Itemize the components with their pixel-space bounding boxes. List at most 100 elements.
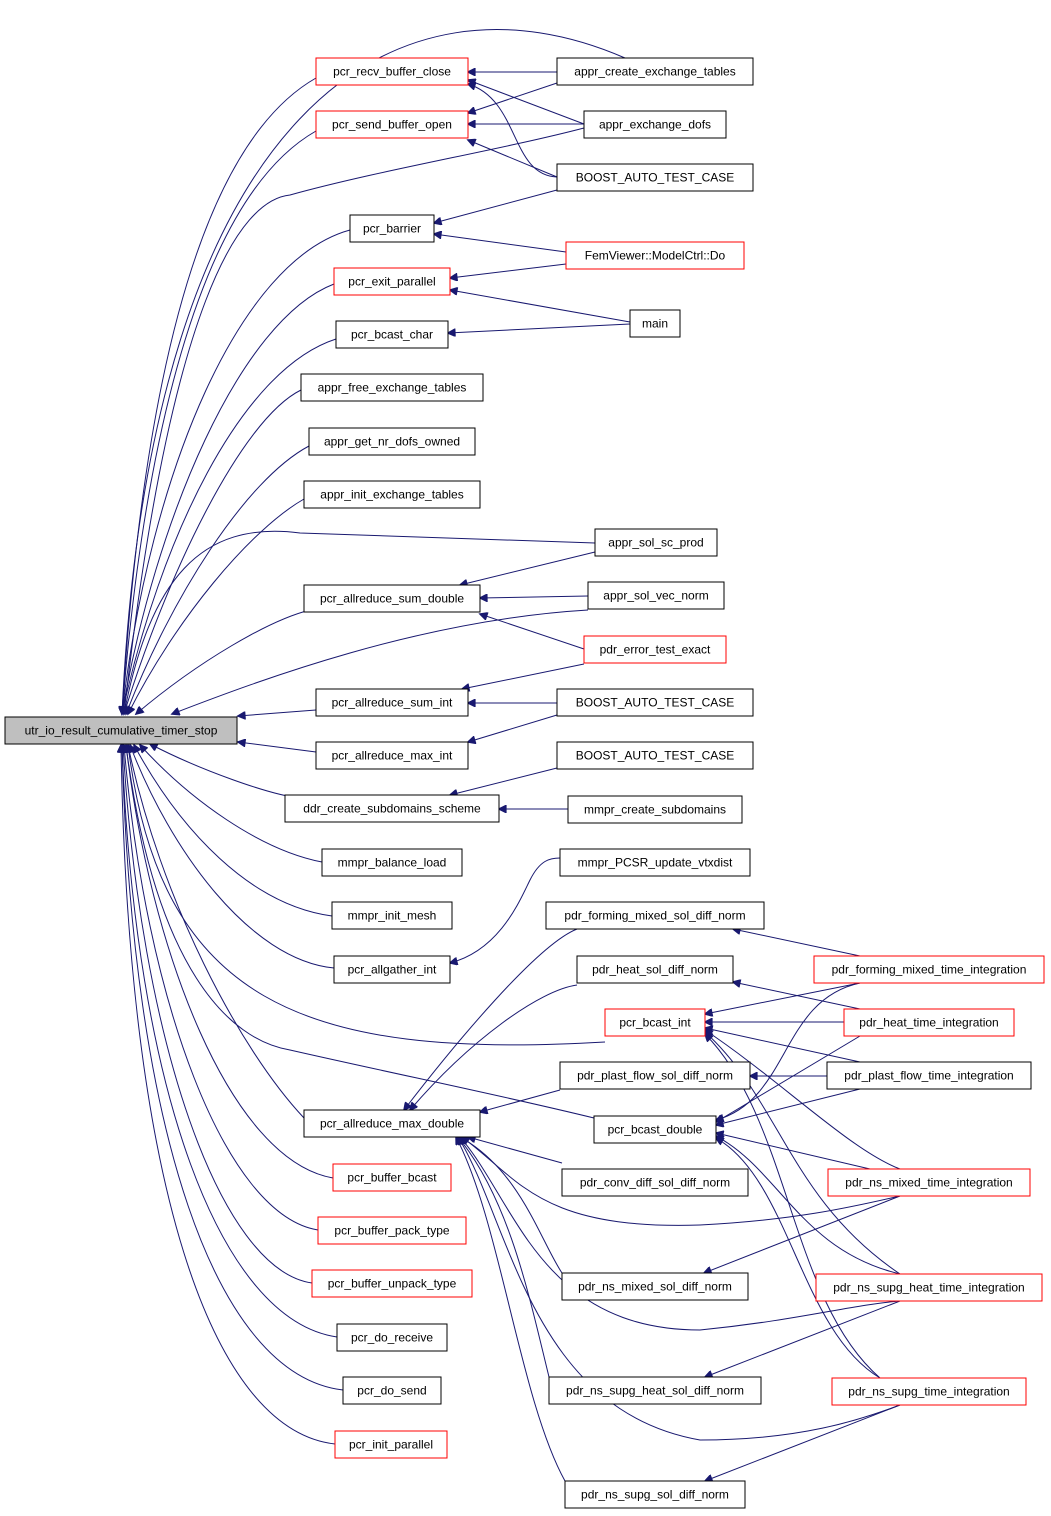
node-pcr-init-parallel[interactable]: pcr_init_parallel bbox=[334, 1430, 448, 1459]
node-box bbox=[583, 635, 727, 664]
node-pcr-allreduce-max-double[interactable]: pcr_allreduce_max_double bbox=[303, 1109, 481, 1138]
node-label: ddr_create_subdomains_scheme bbox=[303, 802, 481, 816]
node-pcr-do-receive[interactable]: pcr_do_receive bbox=[336, 1323, 448, 1352]
node-label: mmpr_create_subdomains bbox=[584, 803, 726, 817]
node-pcr-allreduce-sum-double[interactable]: pcr_allreduce_sum_double bbox=[303, 584, 481, 613]
node-pdr-heat-time-integration[interactable]: pdr_heat_time_integration bbox=[843, 1008, 1015, 1037]
node-pdr-conv-diff-sol-diff-norm[interactable]: pdr_conv_diff_sol_diff_norm bbox=[561, 1168, 749, 1197]
node-ddr-create-subdomains-scheme[interactable]: ddr_create_subdomains_scheme bbox=[284, 794, 500, 823]
node-pdr-ns-supg-heat-sol-diff-norm[interactable]: pdr_ns_supg_heat_sol_diff_norm bbox=[548, 1376, 762, 1405]
node-label: BOOST_AUTO_TEST_CASE bbox=[576, 696, 735, 710]
node-pcr-allreduce-sum-int[interactable]: pcr_allreduce_sum_int bbox=[315, 688, 469, 717]
node-pcr-allreduce-max-int[interactable]: pcr_allreduce_max_int bbox=[315, 741, 469, 770]
node-box bbox=[556, 163, 754, 192]
node-pdr-plast-flow-time-integration[interactable]: pdr_plast_flow_time_integration bbox=[826, 1061, 1032, 1090]
node-label: appr_sol_vec_norm bbox=[603, 589, 708, 603]
edge-r-send bbox=[122, 130, 317, 714]
node-label: pdr_ns_supg_heat_sol_diff_norm bbox=[566, 1384, 744, 1398]
node-box bbox=[561, 1168, 749, 1197]
node-appr-sol-sc-prod[interactable]: appr_sol_sc_prod bbox=[594, 528, 718, 557]
edge-r-allgather bbox=[130, 745, 335, 969]
node-pdr-ns-mixed-sol-diff-norm[interactable]: pdr_ns_mixed_sol_diff_norm bbox=[561, 1272, 749, 1301]
edge-maxdouble-nssupg bbox=[456, 1137, 566, 1482]
node-box bbox=[336, 1323, 448, 1352]
node-pdr-forming-mixed-time-integration[interactable]: pdr_forming_mixed_time_integration bbox=[813, 955, 1045, 984]
node-pdr-ns-supg-heat-time-integration[interactable]: pdr_ns_supg_heat_time_integration bbox=[815, 1273, 1043, 1302]
node-label: mmpr_balance_load bbox=[338, 856, 447, 870]
node-pcr-buffer-bcast[interactable]: pcr_buffer_bcast bbox=[332, 1163, 452, 1192]
node-pcr-do-send[interactable]: pcr_do_send bbox=[342, 1376, 442, 1405]
node-pcr-allgather-int[interactable]: pcr_allgather_int bbox=[333, 955, 451, 984]
node-pcr-exit-parallel[interactable]: pcr_exit_parallel bbox=[333, 267, 451, 296]
node-pcr-barrier[interactable]: pcr_barrier bbox=[349, 214, 435, 243]
node-label: BOOST_AUTO_TEST_CASE bbox=[576, 749, 735, 763]
node-box bbox=[593, 1115, 717, 1144]
node-appr-get-nr-dofs-owned[interactable]: appr_get_nr_dofs_owned bbox=[308, 427, 476, 456]
edge-sumdouble-scprod bbox=[460, 551, 596, 585]
node-box bbox=[815, 1273, 1043, 1302]
node-boost2[interactable]: BOOST_AUTO_TEST_CASE bbox=[556, 688, 754, 717]
edge-r-free bbox=[124, 389, 302, 714]
node-pcr-bcast-int[interactable]: pcr_bcast_int bbox=[604, 1008, 706, 1037]
node-mmpr-balance-load[interactable]: mmpr_balance_load bbox=[321, 848, 463, 877]
node-box bbox=[831, 1377, 1027, 1406]
node-appr-free-exchange-tables[interactable]: appr_free_exchange_tables bbox=[300, 373, 484, 402]
node-box bbox=[843, 1008, 1015, 1037]
node-boost1[interactable]: BOOST_AUTO_TEST_CASE bbox=[556, 163, 754, 192]
node-box bbox=[545, 901, 765, 930]
node-pdr-forming-mixed-sol-diff-norm[interactable]: pdr_forming_mixed_sol_diff_norm bbox=[545, 901, 765, 930]
node-pcr-recv-buffer-close[interactable]: pcr_recv_buffer_close bbox=[315, 57, 469, 86]
edge-bcastchar-main bbox=[448, 323, 631, 333]
node-pdr-ns-supg-time-integration[interactable]: pdr_ns_supg_time_integration bbox=[831, 1377, 1027, 1406]
node-pdr-error-test-exact[interactable]: pdr_error_test_exact bbox=[583, 635, 727, 664]
node-label: pdr_ns_supg_time_integration bbox=[848, 1385, 1009, 1399]
node-label: pcr_bcast_double bbox=[608, 1123, 703, 1137]
node-pcr-send-buffer-open[interactable]: pcr_send_buffer_open bbox=[315, 110, 469, 139]
edge-forming-ti bbox=[733, 929, 861, 957]
node-pdr-ns-mixed-time-integration[interactable]: pdr_ns_mixed_time_integration bbox=[827, 1168, 1031, 1197]
node-label: pcr_buffer_bcast bbox=[347, 1171, 437, 1185]
edge-r-initmesh bbox=[134, 745, 333, 917]
edge-bcastdouble-nssupg bbox=[716, 1138, 881, 1379]
node-pdr-plast-flow-sol-diff-norm[interactable]: pdr_plast_flow_sol_diff_norm bbox=[559, 1061, 751, 1090]
node-mmpr-pcsr[interactable]: mmpr_PCSR_update_vtxdist bbox=[559, 848, 751, 877]
edge-bcastint-plast bbox=[705, 1028, 861, 1063]
node-label: pcr_do_send bbox=[357, 1384, 426, 1398]
edge-r-init bbox=[128, 498, 305, 714]
edge-r-pack bbox=[124, 745, 319, 1231]
node-femviewer[interactable]: FemViewer::ModelCtrl::Do bbox=[565, 241, 745, 270]
node-box bbox=[548, 1376, 762, 1405]
node-mmpr-create-subdomains[interactable]: mmpr_create_subdomains bbox=[567, 795, 743, 824]
node-box bbox=[583, 110, 727, 139]
edge-r-receive bbox=[122, 745, 338, 1338]
node-appr-exchange-dofs[interactable]: appr_exchange_dofs bbox=[583, 110, 727, 139]
node-mmpr-init-mesh[interactable]: mmpr_init_mesh bbox=[331, 901, 453, 930]
node-boost3[interactable]: BOOST_AUTO_TEST_CASE bbox=[556, 741, 754, 770]
node-label: pcr_send_buffer_open bbox=[332, 118, 452, 132]
node-box bbox=[594, 528, 718, 557]
node-pcr-buffer-unpack-type[interactable]: pcr_buffer_unpack_type bbox=[311, 1269, 473, 1298]
node-layer: utr_io_result_cumulative_timer_stoppcr_r… bbox=[4, 57, 1045, 1509]
node-box bbox=[321, 848, 463, 877]
node-pdr-ns-supg-sol-diff-norm[interactable]: pdr_ns_supg_sol_diff_norm bbox=[564, 1480, 746, 1509]
node-box bbox=[604, 1008, 706, 1037]
node-box bbox=[315, 110, 469, 139]
node-box bbox=[311, 1269, 473, 1298]
node-pcr-buffer-pack-type[interactable]: pcr_buffer_pack_type bbox=[317, 1216, 467, 1245]
node-box bbox=[564, 1480, 746, 1509]
node-appr-init-exchange-tables[interactable]: appr_init_exchange_tables bbox=[303, 480, 481, 509]
node-appr-create-exchange-tables[interactable]: appr_create_exchange_tables bbox=[556, 57, 754, 86]
edge-maxdouble-nssupgheatti bbox=[460, 1137, 901, 1331]
edge-r-bcastchar bbox=[122, 338, 337, 714]
node-pcr-bcast-double[interactable]: pcr_bcast_double bbox=[593, 1115, 717, 1144]
edge-bcastint-nssupgheat bbox=[705, 1032, 901, 1275]
edge-maxdouble-nsmixed bbox=[460, 1137, 563, 1274]
node-label: pdr_ns_mixed_time_integration bbox=[845, 1176, 1012, 1190]
node-main[interactable]: main bbox=[629, 309, 681, 338]
node-box bbox=[565, 241, 745, 270]
node-box bbox=[556, 741, 754, 770]
edge-recv-boost bbox=[468, 84, 558, 178]
node-pdr-heat-sol-diff-norm[interactable]: pdr_heat_sol_diff_norm bbox=[576, 955, 734, 984]
node-pcr-bcast-char[interactable]: pcr_bcast_char bbox=[335, 320, 449, 349]
node-appr-sol-vec-norm[interactable]: appr_sol_vec_norm bbox=[587, 581, 725, 610]
